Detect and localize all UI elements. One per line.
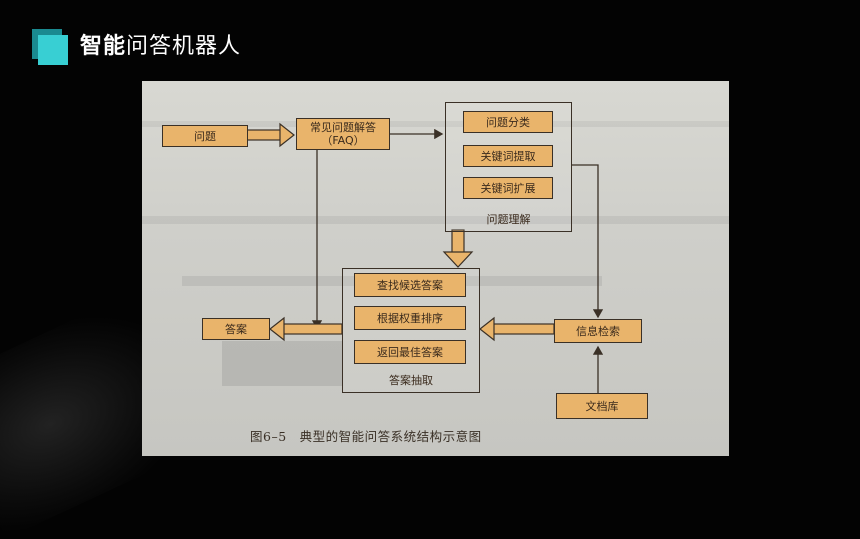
- box-understanding-item-1: 问题分类: [463, 111, 553, 133]
- box-understanding-item-3: 关键词扩展: [463, 177, 553, 199]
- box-retrieval: 信息检索: [554, 319, 642, 343]
- box-answer: 答案: [202, 318, 270, 340]
- box-extraction-item-1: 查找候选答案: [354, 273, 466, 297]
- arrow-question-to-faq: [246, 122, 295, 148]
- label-extraction: 答案抽取: [389, 374, 433, 387]
- arrow-extraction-to-answer: [269, 316, 343, 342]
- slide-title: 智能问答机器人: [80, 30, 241, 64]
- faq-line2: （FAQ）: [321, 134, 365, 147]
- label-understanding: 问题理解: [486, 213, 531, 226]
- box-extraction-item-3: 返回最佳答案: [354, 340, 466, 364]
- figure-caption: 图6–5 典型的智能问答系统结构示意图: [250, 429, 482, 444]
- slide-title-bold: 智能: [80, 34, 127, 59]
- title-square-icon: [32, 29, 68, 65]
- diagram-photo: 问题 常见问题解答 （FAQ） 问题分类 关键词提取 关键词扩展 问题理解 查找…: [142, 81, 729, 456]
- box-question: 问题: [162, 125, 248, 147]
- arrow-retrieval-to-extraction: [479, 316, 555, 342]
- faq-line1: 常见问题解答: [310, 121, 376, 134]
- slide-title-rest: 问答机器人: [126, 34, 242, 59]
- box-docs: 文档库: [556, 393, 648, 419]
- box-extraction-item-2: 根据权重排序: [354, 306, 466, 330]
- arrow-understanding-to-retrieval: [571, 164, 604, 319]
- arrow-understanding-to-extraction: [442, 229, 474, 268]
- box-understanding-item-2: 关键词提取: [463, 145, 553, 167]
- box-faq: 常见问题解答 （FAQ）: [296, 118, 390, 150]
